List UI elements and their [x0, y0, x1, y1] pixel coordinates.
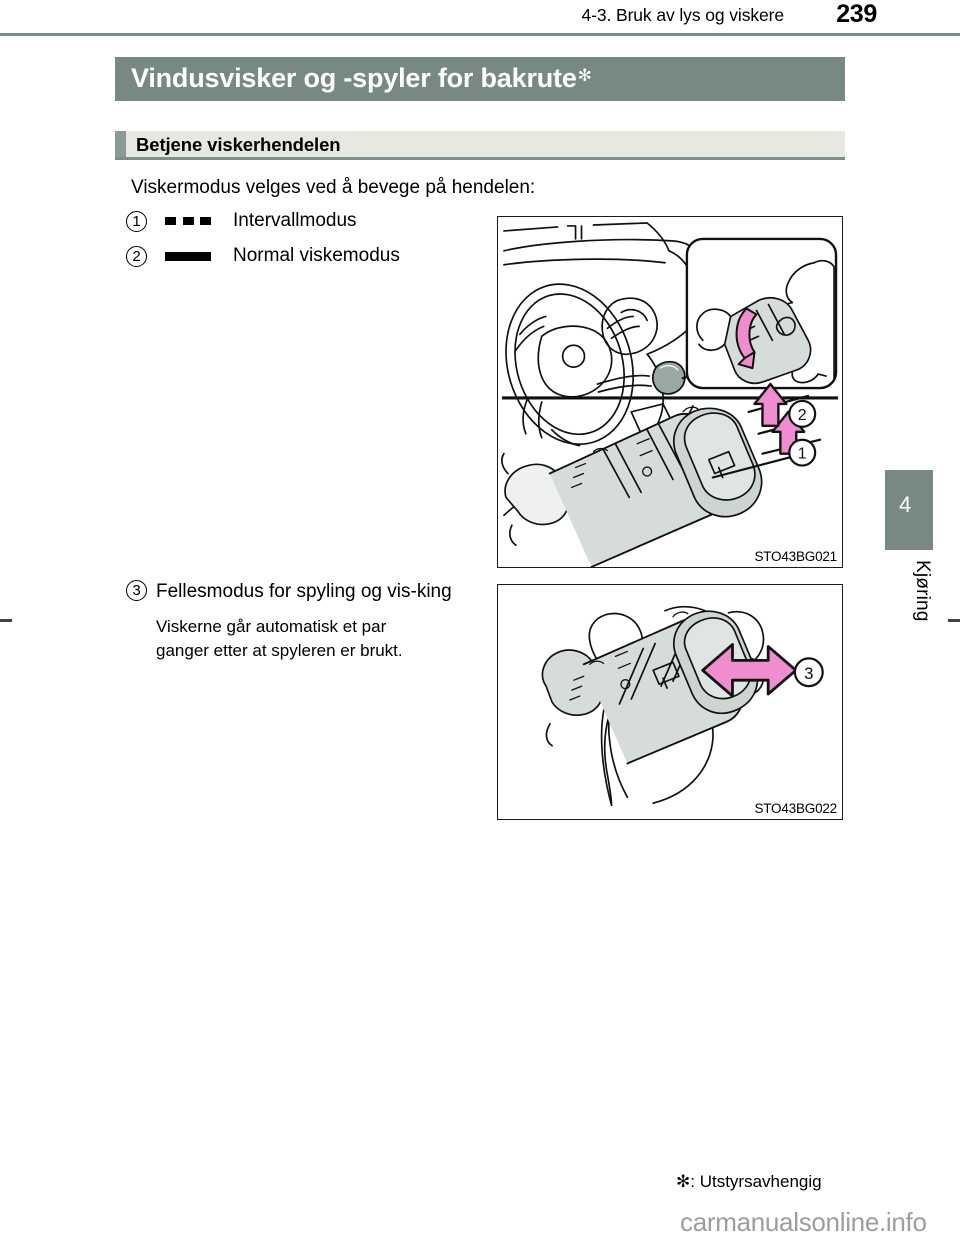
- watermark: carmanualsonline.info: [680, 1207, 927, 1237]
- mode-list-item-2: 2 Normal viskemodus: [126, 245, 400, 267]
- intro-paragraph: Viskermodus velges ved å bevege på hende…: [131, 177, 536, 198]
- title-asterisk: ✻: [577, 66, 592, 85]
- figure-1-caption: STO43BG021: [754, 549, 837, 564]
- figure-wiper-stalk-push: 3 STO43BG022: [497, 584, 843, 820]
- section-accent-marker: [115, 131, 126, 157]
- figure-wiper-stalk-overview: 2 1 STO43BG021: [497, 216, 843, 568]
- item3-body-line1: Viskerne går automatisk et par: [156, 617, 387, 636]
- callout-number-3: 3: [126, 580, 147, 601]
- header-rule: [0, 33, 960, 36]
- section-header-bar: Betjene viskerhendelen: [115, 131, 845, 160]
- page-title: Vindusvisker og -spyler for bakrute✻: [131, 63, 592, 94]
- crop-mark-left: [0, 619, 12, 622]
- mode-list-item-3: 3 Fellesmodus for spyling og vis-king Vi…: [126, 578, 481, 663]
- figure-1-illustration: 2 1: [501, 222, 839, 567]
- item3-body-line2: ganger etter at spyleren er brukt.: [156, 641, 403, 660]
- svg-text:1: 1: [798, 446, 807, 463]
- solid-line-icon: [165, 251, 211, 261]
- chapter-title-bar: Vindusvisker og -spyler for bakrute✻: [115, 57, 845, 101]
- chapter-tab: 4: [885, 470, 933, 550]
- dashed-line-icon: [165, 217, 211, 225]
- chapter-tab-label: Kjøring: [912, 560, 933, 622]
- item3-title: Fellesmodus for spyling og vis-king: [156, 581, 452, 602]
- figure-2-illustration: 3: [541, 605, 824, 806]
- mode-label-intervall: Intervallmodus: [233, 210, 357, 231]
- item3-body-text: Viskerne går automatisk et par ganger et…: [156, 615, 481, 663]
- mode-label-normal: Normal viskemodus: [233, 245, 400, 266]
- svg-text:2: 2: [798, 407, 807, 424]
- item3-heading-row: 3 Fellesmodus for spyling og vis-king: [126, 578, 481, 605]
- callout-number-1: 1: [126, 210, 147, 232]
- header-section-reference: 4-3. Bruk av lys og viskere: [581, 5, 784, 25]
- footnote: ✻: Utstyrsavhengig: [676, 1172, 822, 1191]
- crop-mark-right: [948, 619, 960, 622]
- svg-text:3: 3: [804, 664, 813, 683]
- callout-number-2: 2: [126, 245, 147, 267]
- figure-2-caption: STO43BG022: [754, 801, 837, 816]
- section-heading: Betjene viskerhendelen: [136, 134, 341, 155]
- page-number: 239: [836, 0, 877, 28]
- page-header: 4-3. Bruk av lys og viskere 239: [0, 0, 960, 33]
- mode-list-item-1: 1 Intervallmodus: [126, 210, 357, 232]
- page-title-text: Vindusvisker og -spyler for bakrute: [131, 63, 577, 93]
- chapter-tab-number: 4: [899, 492, 912, 517]
